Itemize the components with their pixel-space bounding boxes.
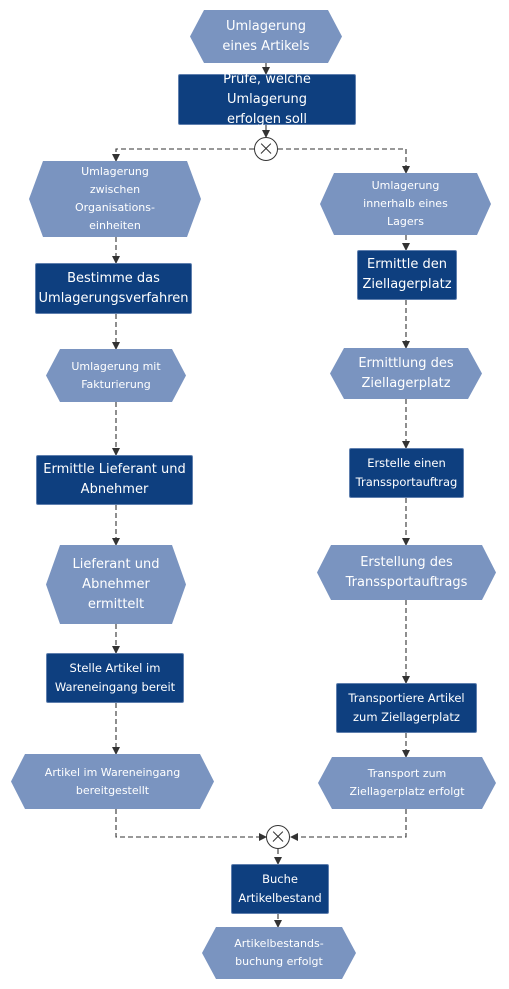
event-org-transfer: Umlagerung zwischen Organisations- einhe… <box>29 161 201 237</box>
start-event: Umlagerung eines Artikels <box>190 10 342 63</box>
connector <box>278 148 410 174</box>
event-supplier-determined: Lieferant und Abnehmer ermittelt <box>46 545 186 624</box>
event-target-determined: Ermittlung des Ziellagerplatz <box>330 348 482 399</box>
event-transport-completed: Transport zum Ziellagerplatz erfolgt <box>318 757 496 809</box>
function-determine-target: Ermittle den Ziellagerplatz <box>357 250 457 300</box>
function-create-transport-order: Erstelle einen Transsportauftrag <box>349 448 464 498</box>
xor-join-gateway <box>266 825 290 849</box>
function-book-stock: Buche Artikelbestand <box>231 864 329 914</box>
function-determine-method: Bestimme das Umlagerungsverfahren <box>35 263 192 314</box>
event-billing-transfer: Umlagerung mit Fakturierung <box>46 349 186 402</box>
function-transport-article: Transportiere Artikel zum Ziellagerplatz <box>336 683 477 733</box>
connector <box>290 809 407 841</box>
event-article-provided: Artikel im Wareneingang bereitgestellt <box>11 754 214 809</box>
connector <box>112 148 254 162</box>
end-event: Artikelbestands- buchung erfolgt <box>202 927 356 979</box>
event-warehouse-transfer: Umlagerung innerhalb eines Lagers <box>320 173 491 235</box>
function-determine-supplier: Ermittle Lieferant und Abnehmer <box>36 455 193 505</box>
xor-split-gateway <box>254 137 278 161</box>
function-provide-article: Stelle Artikel im Wareneingang bereit <box>46 653 184 703</box>
check-function: Prüfe, welche Umlagerung erfolgen soll <box>178 72 356 127</box>
event-transport-order-created: Erstellung des Transsportauftrags <box>317 545 496 600</box>
connector <box>115 809 267 841</box>
